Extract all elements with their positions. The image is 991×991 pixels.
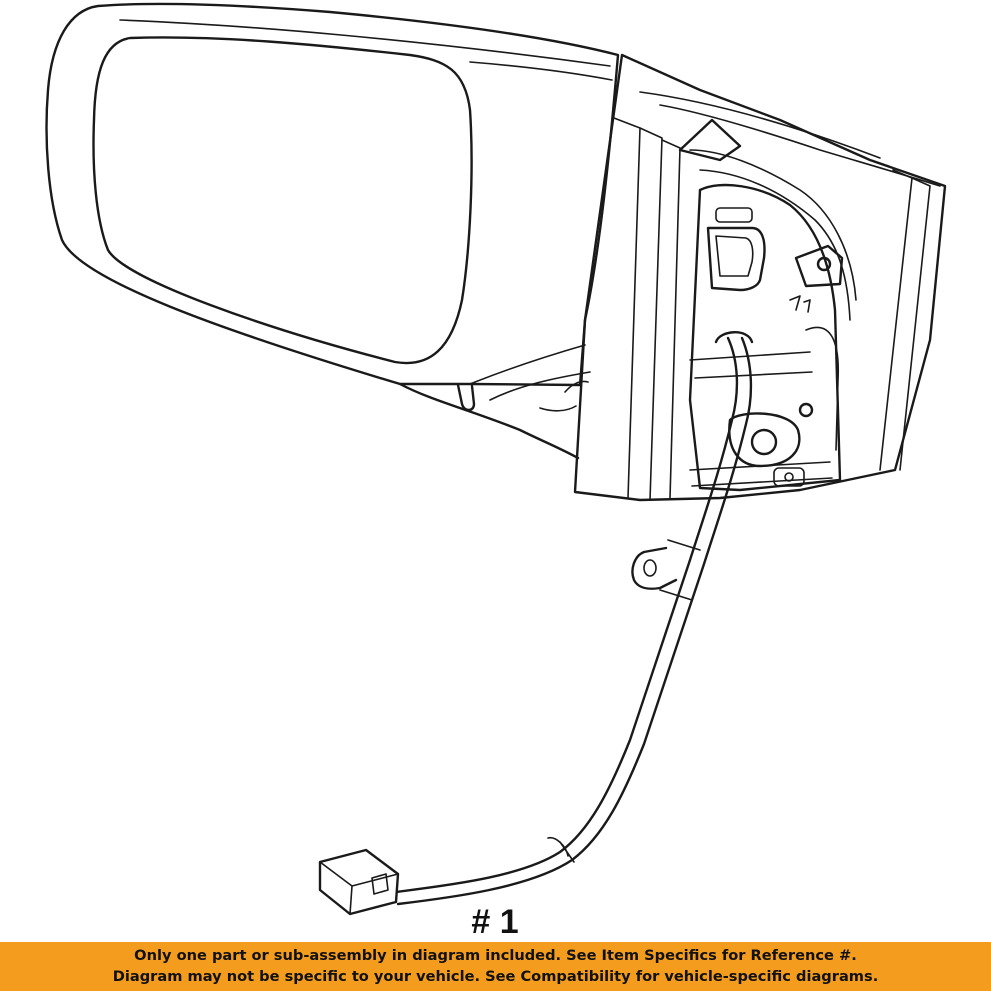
housing-slot-2	[564, 380, 589, 393]
d-opening-tab	[715, 207, 753, 223]
wire-clip-bracket	[631, 546, 678, 590]
rib-3	[805, 326, 840, 451]
lower-ridge	[689, 461, 831, 471]
inner-bracket-arch-2	[699, 169, 851, 321]
housing-slot	[539, 405, 577, 412]
frame-strip-1	[613, 117, 641, 499]
d-opening-inner	[715, 235, 754, 277]
frame-strip-2	[639, 127, 663, 501]
frame-strip-5	[899, 177, 931, 471]
lower-ridge-2	[691, 477, 833, 487]
disclaimer-line-1: Only one part or sub-assembly in diagram…	[134, 947, 857, 964]
wire-harness-cable-edge	[396, 336, 753, 906]
wire-sleeve-lower	[547, 836, 575, 863]
frame-top-strip-2	[639, 91, 881, 159]
lower-round-lug	[728, 412, 801, 468]
lower-foot	[773, 467, 805, 487]
housing-top-edge-2	[469, 61, 613, 81]
d-opening	[706, 226, 766, 292]
housing-inner-curve	[469, 344, 586, 385]
mirror-housing-outline	[45, 2, 620, 387]
callout-label: # 1	[471, 903, 519, 941]
wire-grommet	[714, 331, 754, 344]
rib-1	[689, 351, 811, 361]
wire-harness-cable	[394, 336, 739, 894]
mounting-plate	[688, 183, 842, 492]
disclaimer-banner: Only one part or sub-assembly in diagram…	[0, 942, 991, 991]
connector-face	[319, 861, 399, 915]
inner-bracket-arch	[689, 149, 857, 301]
wire-clip-sleeve	[659, 539, 701, 601]
housing-tab	[456, 383, 476, 412]
base-frame-outer	[573, 53, 947, 502]
lower-foot-hole	[784, 472, 794, 482]
frame-top-strip	[659, 104, 941, 187]
stamp-mark	[789, 295, 811, 313]
wire-clip-hole	[643, 559, 657, 577]
housing-top-edge	[119, 19, 611, 67]
right-lug-hole	[816, 256, 832, 272]
frame-strip-3	[661, 139, 681, 499]
right-lug	[794, 244, 844, 288]
electrical-connector	[318, 848, 400, 916]
lower-lug-hole	[750, 428, 778, 456]
mirror-glass	[92, 36, 473, 365]
connector-latch	[371, 873, 389, 895]
housing-inner-curve-2	[489, 371, 591, 401]
housing-lower-skirt	[398, 382, 580, 460]
mirror-assembly-diagram	[45, 2, 947, 916]
plate-hole-small	[798, 402, 814, 418]
rib-2	[694, 371, 813, 379]
inner-bracket-peak	[678, 118, 742, 162]
disclaimer-line-2: Diagram may not be specific to your vehi…	[112, 968, 879, 985]
